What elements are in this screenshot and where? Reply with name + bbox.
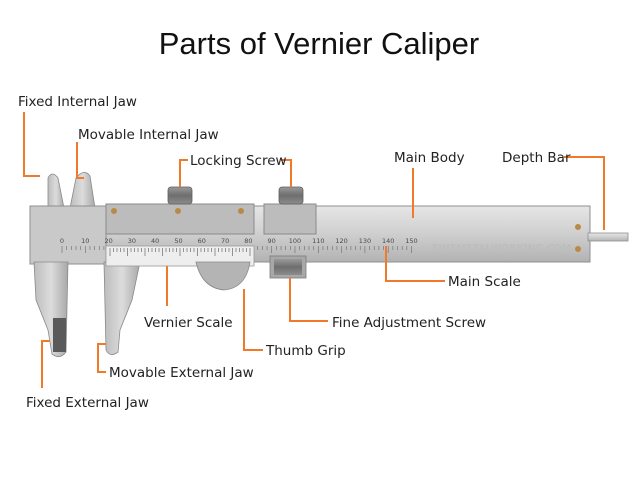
label-fine-adjustment-screw: Fine Adjustment Screw <box>332 315 486 331</box>
label-depth-bar: Depth Bar <box>502 150 571 166</box>
fine-adjust-block <box>263 203 317 235</box>
fine-adjustment-knurl <box>274 259 302 275</box>
main-scale-number: 50 <box>174 237 182 245</box>
main-scale-number: 10 <box>81 237 89 245</box>
rivet <box>575 224 581 230</box>
leader-fine-adjustment-screw <box>289 278 328 322</box>
main-scale-number: 60 <box>198 237 206 245</box>
leader-thumb-grip <box>243 289 263 351</box>
fixed-internal-jaw <box>47 173 65 209</box>
rivet <box>175 208 181 214</box>
slider-top <box>105 203 255 235</box>
leader-fixed-internal-jaw <box>23 112 40 177</box>
main-scale-number: 80 <box>244 237 252 245</box>
page-title: Parts of Vernier Caliper <box>158 26 480 61</box>
fixed-external-jaw-tip <box>53 318 66 352</box>
rivet <box>575 246 581 252</box>
main-scale-number: 150 <box>405 237 417 245</box>
label-movable-internal-jaw: Movable Internal Jaw <box>78 127 219 143</box>
main-scale: 0 10 20 30 40 50 60 70 80 90 100 110 120 130 140 150 <box>60 237 418 253</box>
watermark: FINEMETALWORKING.COM <box>432 243 571 254</box>
label-main-scale: Main Scale <box>448 274 521 290</box>
depth-bar <box>587 232 629 242</box>
main-scale-number: 90 <box>268 237 276 245</box>
label-vernier-scale: Vernier Scale <box>144 315 233 331</box>
main-scale-number: 40 <box>151 237 159 245</box>
main-scale-number: 20 <box>104 237 112 245</box>
label-main-body: Main Body <box>394 150 465 166</box>
label-locking-screw: Locking Screw <box>190 153 287 169</box>
locking-screw-knob-2 <box>278 186 304 205</box>
main-scale-number: 120 <box>335 237 347 245</box>
label-thumb-grip: Thumb Grip <box>265 343 346 359</box>
label-movable-external-jaw: Movable External Jaw <box>109 365 254 381</box>
main-scale-number: 0 <box>60 237 64 245</box>
leader-locking-screw <box>179 159 292 187</box>
leader-depth-bar <box>564 156 605 230</box>
label-fixed-internal-jaw: Fixed Internal Jaw <box>18 94 137 110</box>
main-scale-number: 140 <box>382 237 394 245</box>
leader-fixed-external-jaw <box>41 340 50 388</box>
main-scale-number: 110 <box>312 237 324 245</box>
label-fixed-external-jaw: Fixed External Jaw <box>26 395 149 411</box>
fixed-jaw-head <box>29 205 107 265</box>
leader-main-scale <box>385 246 445 282</box>
rivet <box>238 208 244 214</box>
movable-external-jaw <box>103 261 141 355</box>
leader-movable-external-jaw <box>97 343 106 373</box>
leader-movable-internal-jaw <box>76 142 84 179</box>
main-scale-number: 30 <box>128 237 136 245</box>
main-scale-number: 100 <box>289 237 301 245</box>
main-scale-number: 70 <box>221 237 229 245</box>
main-scale-number: 130 <box>359 237 371 245</box>
rivet <box>111 208 117 214</box>
locking-screw-knob-1 <box>167 186 193 205</box>
vernier-scale-ticks <box>109 248 251 256</box>
thumb-grip <box>195 261 251 291</box>
